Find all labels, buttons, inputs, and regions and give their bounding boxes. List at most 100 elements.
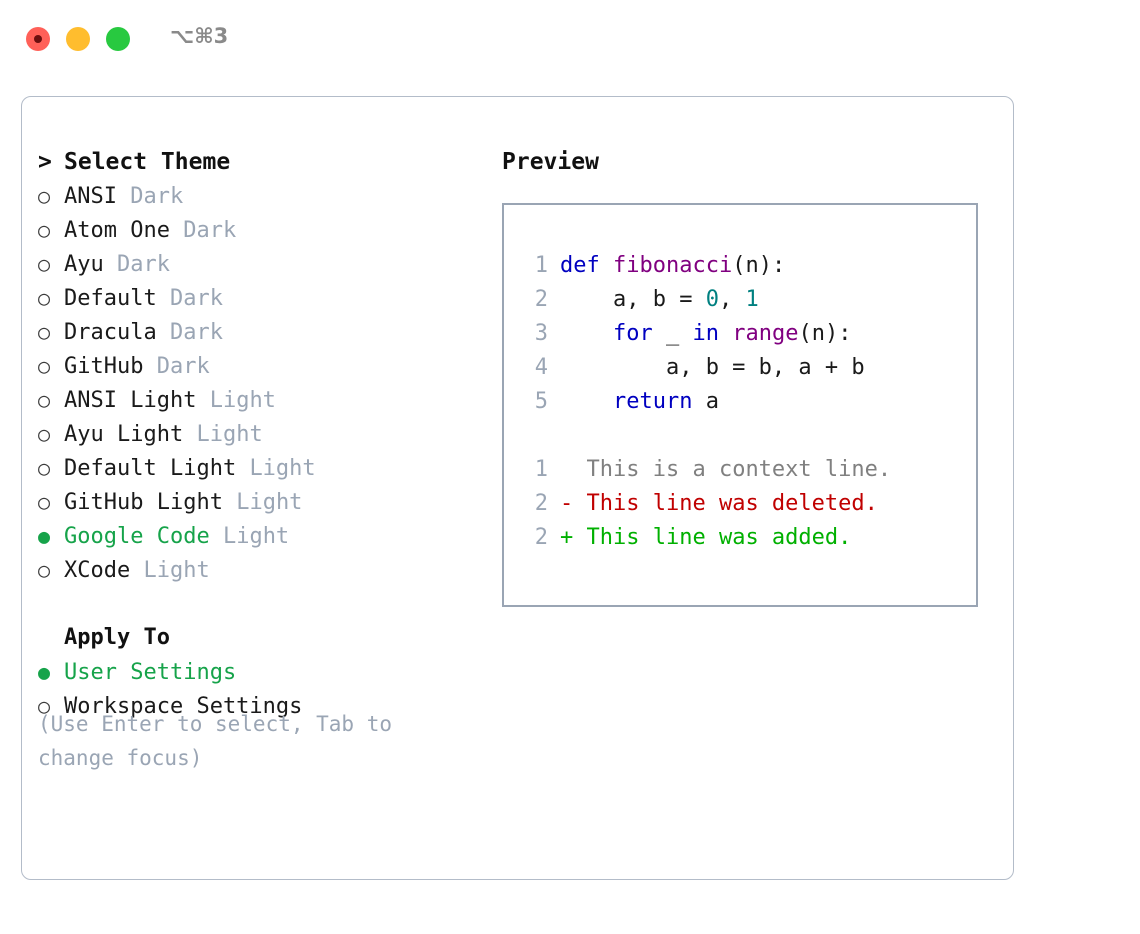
preview-title: Preview (502, 149, 599, 175)
apply-to-option-row[interactable]: ● User Settings (38, 655, 498, 689)
diff-text: This is a context line. (586, 457, 892, 482)
theme-picker-panel: > Select Theme ○ ANSI Dark ○ Atom One Dark ○ A… (21, 96, 1014, 880)
theme-name-label: Dracula (64, 320, 157, 345)
theme-variant-tag: Light (236, 490, 303, 515)
radio-unselected-icon[interactable]: ○ (38, 354, 51, 378)
diff-marker (560, 457, 587, 482)
diff-text: This line was added. (586, 525, 852, 550)
theme-name-label: ANSI (64, 184, 117, 209)
theme-options-list: ○ANSI Dark○Atom One Dark○Ayu Dark○Defaul… (38, 179, 498, 587)
theme-variant-tag: Dark (169, 320, 223, 345)
line-number: 1 (534, 457, 548, 482)
theme-option-row[interactable]: ○ XCode Light (38, 553, 498, 587)
apply-to-option-row[interactable]: ○ Workspace Settings (38, 689, 498, 723)
code-token: 0 (705, 287, 719, 312)
code-line: 2 a, b = 0, 1 (518, 283, 891, 317)
theme-option-row[interactable]: ○Default Light Light (38, 451, 498, 485)
line-number: 2 (534, 525, 548, 550)
radio-unselected-icon[interactable]: ○ (38, 490, 51, 514)
list-spacer (38, 587, 498, 621)
radio-selected-icon[interactable]: ● (38, 660, 51, 684)
title-bar: ⌥⌘3 (0, 0, 1140, 80)
line-number: 5 (534, 389, 548, 414)
line-number: 2 (534, 287, 548, 312)
radio-unselected-icon[interactable]: ○ (38, 388, 51, 412)
theme-option-row[interactable]: ○ANSI Light Light (38, 383, 498, 417)
diff-line: 1 This is a context line. (518, 453, 891, 487)
theme-variant-tag: Dark (156, 354, 210, 379)
radio-unselected-icon[interactable]: ○ (38, 558, 51, 582)
theme-name-label: ANSI Light (64, 388, 197, 413)
minimize-button[interactable] (66, 27, 90, 51)
caret-icon: > (38, 149, 52, 175)
code-token: for (612, 321, 653, 346)
code-line: 4 a, b = b, a + b (518, 351, 891, 385)
theme-name-label: Default Light (64, 456, 237, 481)
code-diff-separator (518, 419, 891, 453)
theme-list-column: > Select Theme ○ ANSI Dark ○ Atom One Dark ○ A… (38, 145, 498, 723)
radio-unselected-icon[interactable]: ○ (38, 320, 51, 344)
theme-variant-tag: Dark (183, 218, 237, 243)
theme-variant-tag: Light (143, 558, 210, 583)
code-token: _ (652, 321, 693, 346)
code-token: in (692, 321, 719, 346)
theme-option-row[interactable]: ○ Ayu Light Light (38, 417, 498, 451)
theme-name-label: XCode (64, 558, 131, 583)
apply-to-label: User Settings (64, 660, 237, 685)
apply-to-label: Workspace Settings (64, 694, 303, 719)
radio-unselected-icon[interactable]: ○ (38, 218, 51, 242)
line-number: 3 (534, 321, 548, 346)
keyboard-shortcut-label: ⌥⌘3 (170, 24, 229, 48)
theme-option-row[interactable]: ○Default Dark (38, 281, 498, 315)
theme-name-label: Atom One (64, 218, 170, 243)
keyboard-hint-text: (Use Enter to select, Tab to change focu… (38, 712, 393, 770)
theme-option-row[interactable]: ○GitHub Light Light (38, 485, 498, 519)
theme-variant-tag: Light (196, 422, 263, 447)
code-token: 1 (745, 287, 759, 312)
radio-unselected-icon[interactable]: ○ (38, 184, 51, 208)
diff-marker: + (560, 525, 587, 550)
code-token (560, 389, 613, 414)
select-theme-label: Select Theme (64, 149, 231, 175)
radio-unselected-icon[interactable]: ○ (38, 422, 51, 446)
code-line: 5 return a (518, 385, 891, 419)
theme-option-row[interactable]: ○ GitHub Dark (38, 349, 498, 383)
select-theme-header: > Select Theme (38, 145, 498, 179)
theme-option-row[interactable]: ○ Dracula Dark (38, 315, 498, 349)
theme-name-label: GitHub (64, 354, 144, 379)
theme-option-row[interactable]: ○ ANSI Dark (38, 179, 498, 213)
radio-unselected-icon[interactable]: ○ (38, 694, 51, 718)
maximize-button[interactable] (106, 27, 130, 51)
code-token: return (612, 389, 693, 414)
theme-name-label: Ayu Light (64, 422, 184, 447)
theme-variant-tag: Dark (130, 184, 184, 209)
diff-text: This line was deleted. (586, 491, 878, 516)
theme-name-label: Ayu (64, 252, 104, 277)
code-token: a (692, 389, 719, 414)
theme-name-label: Google Code (64, 524, 210, 549)
radio-selected-icon[interactable]: ● (38, 524, 51, 548)
code-token: (n): (798, 321, 852, 346)
code-token: range (732, 321, 799, 346)
theme-variant-tag: Dark (117, 252, 170, 277)
theme-option-row[interactable]: ○ Atom One Dark (38, 213, 498, 247)
radio-unselected-icon[interactable]: ○ (38, 456, 51, 480)
code-token (560, 321, 613, 346)
code-token: def (560, 253, 613, 278)
diff-line: 2- This line was deleted. (518, 487, 891, 521)
line-number: 4 (534, 355, 548, 380)
line-number: 1 (534, 253, 548, 278)
code-token: (n): (732, 253, 786, 278)
code-token: , (718, 287, 746, 312)
radio-unselected-icon[interactable]: ○ (38, 286, 51, 310)
theme-variant-tag: Dark (169, 286, 223, 311)
radio-unselected-icon[interactable]: ○ (38, 252, 51, 276)
theme-variant-tag: Light (222, 524, 290, 549)
theme-option-row[interactable]: ○ Ayu Dark (38, 247, 498, 281)
diff-line: 2 + This line was added. (518, 521, 891, 555)
theme-option-row[interactable]: ● Google Code Light (38, 519, 498, 553)
recording-indicator-icon (34, 35, 42, 43)
